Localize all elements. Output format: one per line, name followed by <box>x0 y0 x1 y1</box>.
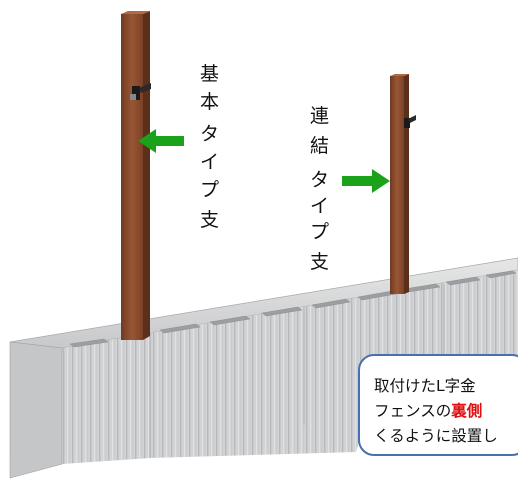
label-char: 連 <box>310 105 330 127</box>
callout-line-2: フェンスの裏側 <box>374 399 498 424</box>
basic-post-l-bracket <box>130 83 151 100</box>
callout-line-2-prefix: フェンスの <box>374 402 452 420</box>
label-char: イ <box>200 151 220 173</box>
basic-post-front <box>121 14 143 340</box>
connecting-type-post <box>390 74 416 294</box>
connecting-post-side <box>404 74 409 294</box>
callout-line-1: 取付けたL字金 <box>374 377 476 395</box>
connecting-post-front <box>390 76 404 294</box>
basic-post-side <box>143 11 150 340</box>
wall-front-face <box>10 270 518 478</box>
block-hollows <box>69 270 517 348</box>
callout-highlight: 裏側 <box>451 402 483 420</box>
label-char: 結 <box>310 135 330 157</box>
label-char: 支 <box>200 209 220 231</box>
label-char: 基 <box>200 63 220 85</box>
label-char: タ <box>200 123 220 145</box>
wall-end-face <box>9 341 63 479</box>
label-char: 支 <box>310 251 330 273</box>
callout-line-3: くるように設置し <box>374 427 498 445</box>
label-char: 本 <box>200 91 220 113</box>
arrow-to-connecting-post-icon <box>342 169 390 193</box>
label-char: プ <box>310 221 330 243</box>
basic-post-label: 基 本 タ イ プ 支 <box>200 62 219 232</box>
label-char: プ <box>200 179 220 201</box>
label-char: イ <box>310 195 330 217</box>
basic-type-post <box>121 11 151 340</box>
connecting-post-label: 連 結 タ イ プ 支 <box>310 104 329 274</box>
connecting-post-l-bracket <box>404 115 416 128</box>
arrow-to-basic-post-icon <box>138 129 184 153</box>
installation-note-callout: 取付けたL字金 フェンスの裏側 くるように設置し <box>358 354 518 456</box>
label-char: タ <box>310 169 330 191</box>
